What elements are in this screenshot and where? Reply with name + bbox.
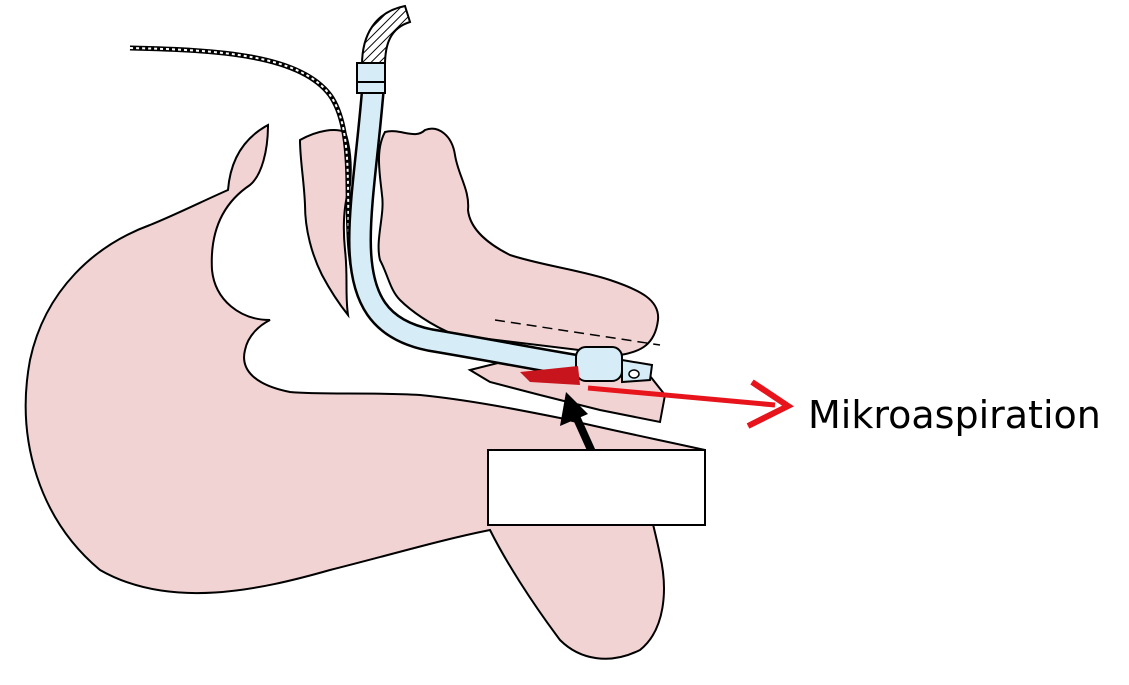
blank-label-box: [488, 450, 705, 525]
palate-tissue: [300, 130, 351, 315]
tube-connector: [357, 63, 385, 93]
tongue-tissue: [379, 129, 659, 355]
mikroaspiration-label: Mikroaspiration: [808, 393, 1101, 437]
tube-cuff: [576, 347, 622, 381]
murphy-eye: [629, 370, 639, 378]
ventilator-hose: [362, 6, 410, 65]
